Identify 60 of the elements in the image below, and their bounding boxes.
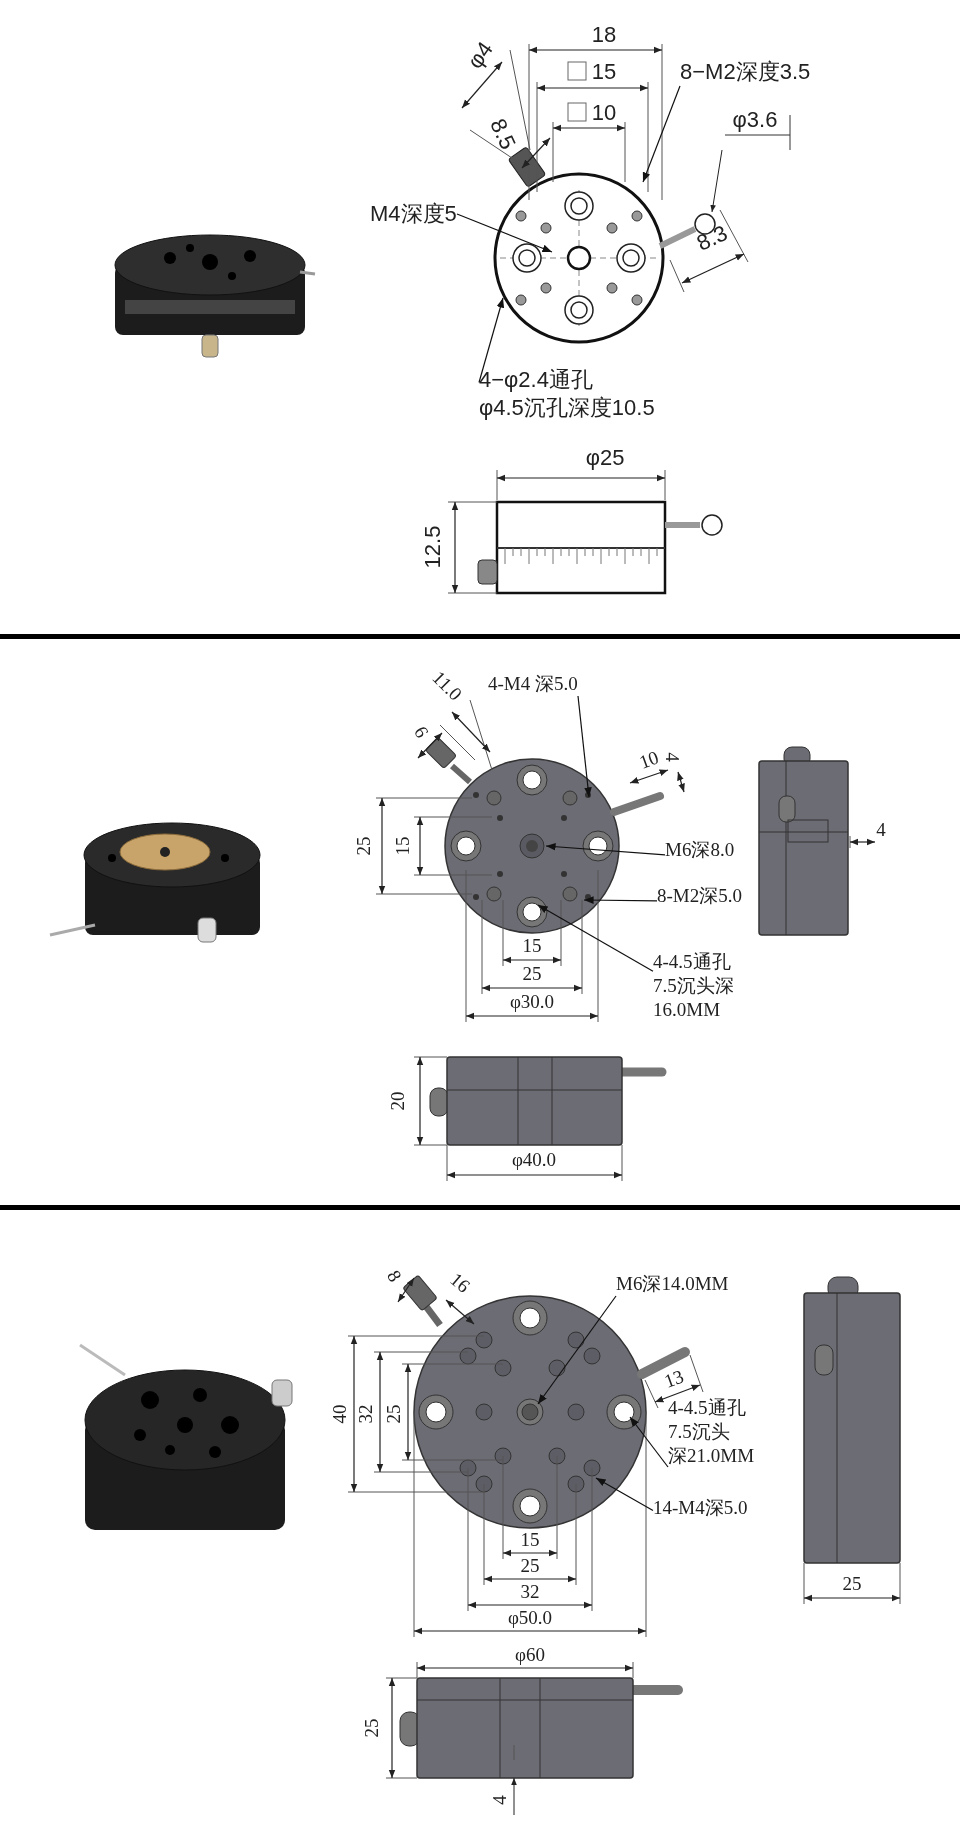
dimension-label: 32 [356, 1404, 376, 1424]
dimension-label: φ3.6 [732, 108, 778, 132]
dimension-label: φ40.0 [511, 1150, 557, 1170]
leader-line [537, 904, 654, 972]
dimension-label: 10 [591, 101, 617, 125]
dimension-label: 25 [384, 1404, 404, 1424]
dimension-label: 25 [842, 1574, 862, 1594]
callout-label: 7.5沉头深 [653, 973, 734, 998]
dimension-label: φ60 [515, 1645, 545, 1665]
callout-label: 深21.0MM [668, 1443, 755, 1468]
callout-label: 14-M4深5.0 [653, 1496, 748, 1520]
dimension-label: 6 [410, 722, 432, 742]
dimension-label: 32 [520, 1582, 540, 1602]
dimension-label: 18 [591, 23, 617, 47]
dimension-label: 11.0 [428, 667, 466, 705]
callout-label: 8-M2深5.0 [657, 884, 742, 908]
callout-label: 4-M4 深5.0 [488, 672, 578, 696]
dimension-label: 4 [876, 820, 886, 840]
dimension-label: 15 [522, 936, 542, 956]
leader-line [629, 1416, 669, 1468]
leader-line [545, 842, 666, 856]
dimension-label: 8.5 [486, 115, 520, 153]
dimension-label: 15 [520, 1530, 540, 1550]
dimension-label: 16 [446, 1269, 474, 1297]
leader-line [595, 1477, 654, 1511]
callout-label: 8−M2深度3.5 [680, 58, 811, 86]
callout-label: M4深度5 [370, 200, 457, 228]
callout-label: 4-4.5通孔 [653, 950, 732, 974]
callout-label: M6深8.0 [665, 838, 735, 862]
dimension-label: 20 [388, 1091, 408, 1111]
leader-line [583, 896, 658, 904]
leader-line [642, 85, 681, 183]
dimension-label: 4 [662, 752, 682, 762]
callout-label: M6深14.0MM [616, 1272, 729, 1296]
callout-label: 7.5沉头 [668, 1419, 731, 1444]
dimension-label: φ30.0 [509, 992, 555, 1012]
dimension-label: 12.5 [421, 525, 445, 569]
callout-label: 4−φ2.4通孔 [479, 366, 594, 394]
leader-line [537, 1295, 617, 1405]
dimension-label: φ50.0 [507, 1608, 553, 1628]
dimension-label: φ4 [462, 37, 498, 73]
dimension-label: 8.3 [693, 221, 731, 255]
dimension-label: 25 [520, 1556, 540, 1576]
dimension-label: 15 [591, 60, 617, 84]
dimension-label: 10 [636, 747, 662, 773]
dimension-label: 8 [383, 1266, 405, 1286]
leader-line [456, 213, 553, 253]
leader-line [478, 297, 505, 384]
dimension-label: φ25 [585, 446, 625, 470]
dimension-label: 25 [354, 836, 374, 856]
dimension-label: 13 [661, 1366, 687, 1392]
dimension-label: 4 [490, 1795, 510, 1805]
dimension-label: 25 [522, 964, 542, 984]
callout-label: 4-4.5通孔 [668, 1396, 747, 1420]
leader-line [577, 695, 592, 798]
dimension-label: 40 [330, 1404, 350, 1424]
dimension-label: 25 [362, 1718, 382, 1738]
callout-label: φ4.5沉孔深度10.5 [479, 393, 655, 421]
dimension-label: 15 [393, 836, 413, 856]
callout-label: 16.0MM [653, 997, 722, 1022]
